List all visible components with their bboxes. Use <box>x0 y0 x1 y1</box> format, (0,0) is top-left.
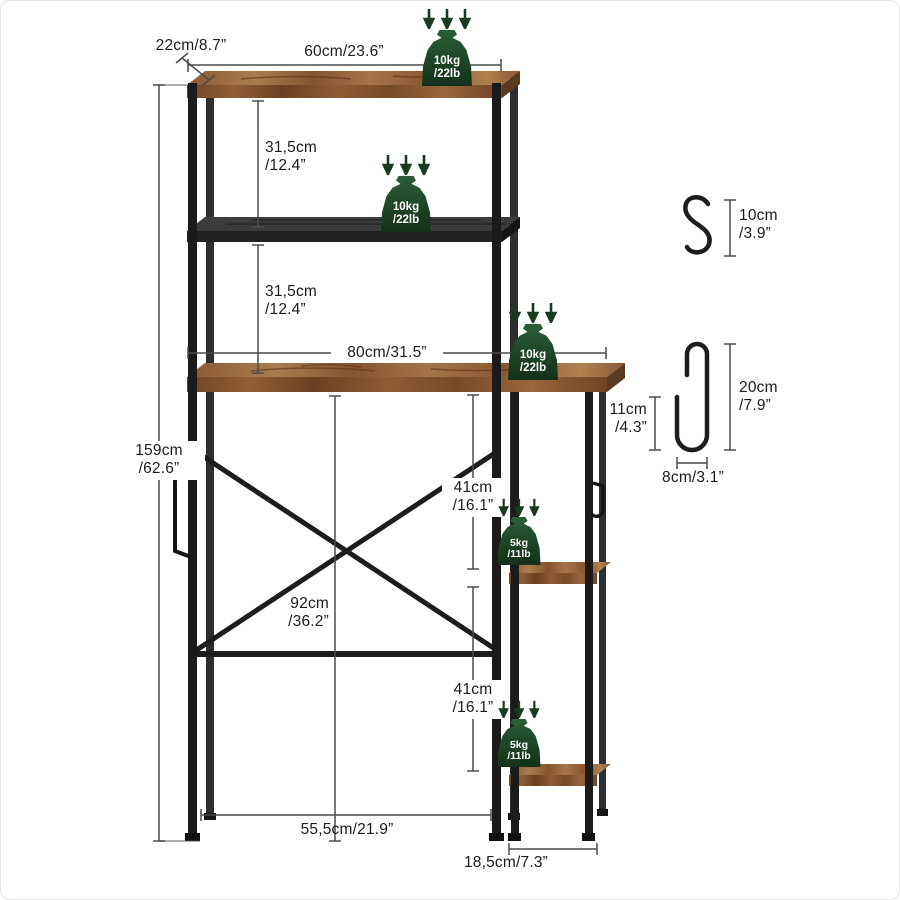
dim-value: /62.6” <box>138 460 180 478</box>
dim-value: 80cm/31.5” <box>347 344 427 361</box>
weight-icon: 10kg /22lb <box>422 30 472 86</box>
dim-value: 31,5cm <box>265 283 318 300</box>
dim-value: 8cm/3.1” <box>662 469 724 486</box>
dim-value: 41cm <box>453 681 493 698</box>
door-hook-icon <box>674 341 710 453</box>
dim-label-middle-width: 80cm/31.5” <box>331 343 443 364</box>
dim-value: 60cm/23.6” <box>304 43 384 60</box>
dim-value: 41cm <box>453 479 493 496</box>
dim-label-door-hook-inner: 11cm /4.3” <box>597 401 647 438</box>
load-kg: 5kg <box>509 536 529 549</box>
dim-label-top-width: 60cm/23.6” <box>289 43 399 61</box>
dim-label-shelf-gap-upper: 31,5cm /12.4” <box>265 139 317 176</box>
side-shelf-upper <box>509 562 611 584</box>
load-badge-top-shelf: 10kg /22lb <box>420 7 474 86</box>
dim-value: /12.4” <box>265 157 306 175</box>
load-lb: /11lb <box>507 750 531 763</box>
dim-label-total-height: 159cm /62.6” <box>113 441 205 480</box>
down-arrows-icon <box>381 155 431 175</box>
side-hook-attached <box>590 481 605 519</box>
dim-label-base-width: 55,5cm/21.9” <box>263 821 431 839</box>
dim-label-door-hook-depth: 8cm/3.1” <box>649 469 737 487</box>
dim-value: 55,5cm/21.9” <box>300 821 394 838</box>
down-arrows-icon <box>508 303 558 323</box>
load-badge-side-shelf-lower: 5kg /11lb <box>496 699 542 767</box>
load-lb: /22lb <box>433 67 461 80</box>
dim-label-s-hook-length: 10cm /3.9” <box>739 207 778 244</box>
down-arrows-icon <box>422 9 472 29</box>
dim-value: 92cm <box>290 595 329 612</box>
weight-icon: 5kg /11lb <box>497 719 541 767</box>
load-kg: 10kg <box>519 348 547 361</box>
dim-value: /7.9” <box>739 397 772 415</box>
load-badge-mesh-shelf: 10kg /22lb <box>379 153 433 232</box>
side-shelf-lower <box>509 764 611 786</box>
load-kg: 10kg <box>392 200 420 213</box>
s-hook-icon <box>683 195 712 255</box>
dim-label-shelf-gap-lower: 31,5cm /12.4” <box>265 283 317 320</box>
dim-value: /3.9” <box>739 225 772 243</box>
load-lb: /22lb <box>392 213 420 226</box>
dim-label-side-shelf-width: 18,5cm/7.3” <box>421 854 591 872</box>
dim-label-side-gap-lower: 41cm /16.1” <box>442 680 504 719</box>
dim-value: 159cm <box>135 442 183 459</box>
load-badge-side-shelf-upper: 5kg /11lb <box>496 497 542 565</box>
load-badge-main-shelf: 10kg /22lb <box>506 301 560 380</box>
down-arrows-icon <box>498 498 540 516</box>
load-kg: 10kg <box>433 54 461 67</box>
dim-value: /36.2” <box>288 613 329 631</box>
weight-icon: 5kg /11lb <box>497 517 541 565</box>
dimension-lines <box>153 52 736 855</box>
dim-value: 10cm <box>739 207 778 224</box>
dim-value: 18,5cm/7.3” <box>463 854 549 871</box>
dim-value: /4.3” <box>614 419 647 437</box>
weight-icon: 10kg /22lb <box>381 176 431 232</box>
dim-label-clearance-height: 92cm /36.2” <box>251 595 329 632</box>
load-kg: 5kg <box>509 738 529 751</box>
mesh-shelf <box>187 217 520 242</box>
dim-label-top-depth: 22cm/8.7” <box>136 37 246 55</box>
load-lb: /11lb <box>507 548 531 561</box>
frame-feet <box>185 833 595 841</box>
dim-value: /16.1” <box>452 497 494 515</box>
support-bar <box>194 651 498 657</box>
dim-value: /12.4” <box>265 301 306 319</box>
down-arrows-icon <box>498 700 540 718</box>
load-lb: /22lb <box>519 361 547 374</box>
dim-label-door-hook-height: 20cm /7.9” <box>739 379 778 416</box>
dim-value: 22cm/8.7” <box>155 37 227 54</box>
weight-icon: 10kg /22lb <box>508 324 558 380</box>
dim-value: 11cm <box>609 401 647 418</box>
dim-value: /16.1” <box>452 699 494 717</box>
dim-value: 31,5cm <box>265 139 318 156</box>
dim-label-side-gap-upper: 41cm /16.1” <box>442 478 504 517</box>
dim-value: 20cm <box>739 379 778 396</box>
